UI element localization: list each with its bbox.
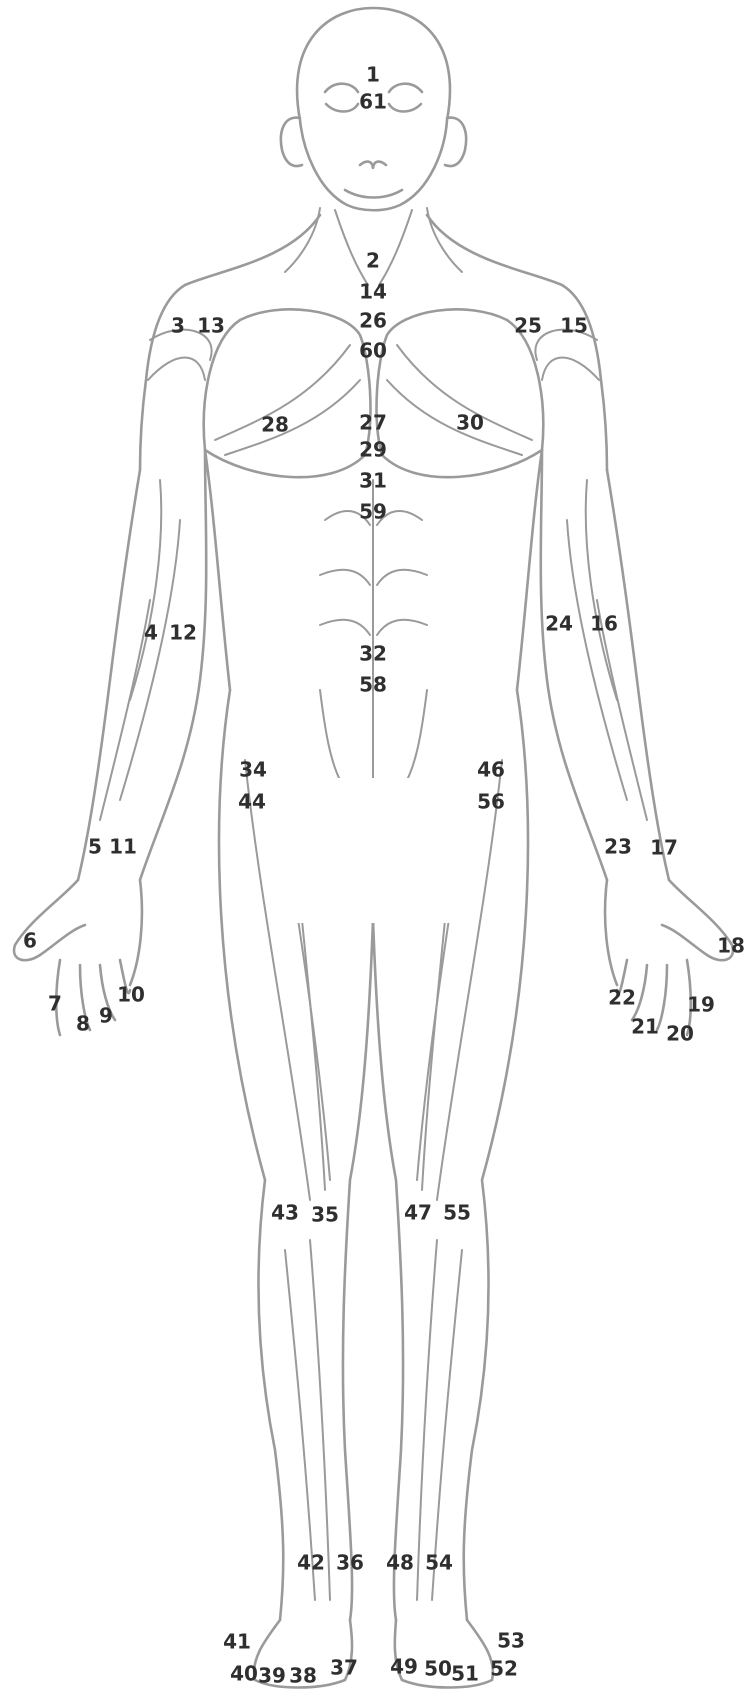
point-label-34: 34	[239, 758, 267, 782]
point-label-25: 25	[514, 314, 542, 338]
point-label-27: 27	[359, 411, 387, 435]
point-label-31: 31	[359, 469, 387, 493]
point-label-36: 36	[336, 1551, 364, 1575]
point-label-50: 50	[424, 1657, 452, 1681]
point-label-56: 56	[477, 790, 505, 814]
point-label-30: 30	[456, 411, 484, 435]
point-label-61: 61	[359, 90, 387, 114]
point-label-26: 26	[359, 309, 387, 333]
point-label-46: 46	[477, 758, 505, 782]
point-label-12: 12	[169, 621, 197, 645]
point-label-51: 51	[451, 1662, 479, 1686]
point-label-28: 28	[261, 413, 289, 437]
point-label-41: 41	[223, 1630, 251, 1654]
point-label-49: 49	[390, 1655, 418, 1679]
point-label-13: 13	[197, 314, 225, 338]
point-label-32: 32	[359, 642, 387, 666]
point-label-17: 17	[650, 836, 678, 860]
point-label-47: 47	[404, 1201, 432, 1225]
point-label-23: 23	[604, 835, 632, 859]
point-label-24: 24	[545, 612, 573, 636]
point-label-58: 58	[359, 673, 387, 697]
point-label-48: 48	[386, 1551, 414, 1575]
point-label-55: 55	[443, 1201, 471, 1225]
point-label-4: 4	[144, 621, 158, 645]
point-label-29: 29	[359, 438, 387, 462]
point-label-7: 7	[48, 992, 62, 1016]
point-label-22: 22	[608, 986, 636, 1010]
point-label-53: 53	[497, 1629, 525, 1653]
point-label-39: 39	[258, 1664, 286, 1688]
point-label-19: 19	[687, 993, 715, 1017]
point-label-21: 21	[631, 1015, 659, 1039]
point-label-37: 37	[330, 1656, 358, 1680]
point-label-54: 54	[425, 1551, 453, 1575]
point-label-14: 14	[359, 280, 387, 304]
point-label-40: 40	[230, 1662, 258, 1686]
point-label-2: 2	[366, 249, 380, 273]
point-label-59: 59	[359, 500, 387, 524]
point-label-16: 16	[590, 612, 618, 636]
point-label-6: 6	[23, 929, 37, 953]
point-label-11: 11	[109, 835, 137, 859]
point-label-35: 35	[311, 1203, 339, 1227]
point-label-38: 38	[289, 1664, 317, 1688]
point-label-20: 20	[666, 1022, 694, 1046]
point-label-15: 15	[560, 314, 588, 338]
point-label-3: 3	[171, 314, 185, 338]
point-label-5: 5	[88, 835, 102, 859]
point-label-44: 44	[238, 790, 266, 814]
point-label-52: 52	[490, 1657, 518, 1681]
point-label-18: 18	[717, 934, 745, 958]
point-label-43: 43	[271, 1201, 299, 1225]
point-label-1: 1	[366, 63, 380, 87]
point-label-42: 42	[297, 1551, 325, 1575]
point-label-8: 8	[76, 1012, 90, 1036]
point-label-60: 60	[359, 339, 387, 363]
point-label-9: 9	[99, 1004, 113, 1028]
point-label-10: 10	[117, 983, 145, 1007]
